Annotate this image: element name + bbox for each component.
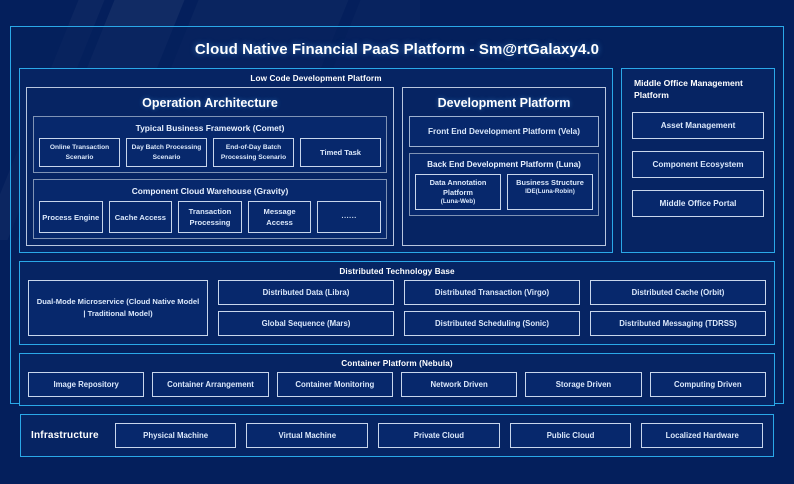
- middle-office-panel-title: Middle Office Management Platform: [634, 78, 743, 101]
- top-section-row: Low Code Development Platform Operation …: [19, 68, 775, 254]
- page-title: Cloud Native Financial PaaS Platform - S…: [194, 41, 600, 58]
- middle-office-management-platform-panel[interactable]: Middle Office Management Platform Asset …: [621, 68, 775, 254]
- container-cell-storage-driven[interactable]: Storage Driven: [525, 372, 642, 398]
- dtb-cell-distributed-cache[interactable]: Distributed Cache (Orbit): [590, 280, 766, 306]
- container-platform-row: Image Repository Container Arrangement C…: [28, 372, 766, 398]
- middle-office-item-middle-office-portal[interactable]: Middle Office Portal: [632, 189, 764, 217]
- dtb-column-3: Distributed Cache (Orbit) Distributed Me…: [590, 280, 766, 337]
- container-platform-title: Container Platform (Nebula): [341, 359, 453, 369]
- low-code-panel-title: Low Code Development Platform: [250, 74, 382, 83]
- chip-business-structure-label: Business Structure: [516, 178, 584, 187]
- component-warehouse-chip-row: Process Engine Cache Access Transaction …: [39, 201, 381, 234]
- chip-transaction-processing[interactable]: Transaction Processing: [178, 201, 242, 234]
- dtb-column-2: Distributed Transaction (Virgo) Distribu…: [404, 280, 580, 337]
- chip-data-annotation-platform[interactable]: Data Annotation Platform (Luna-Web): [415, 174, 501, 211]
- middle-office-item-asset-management[interactable]: Asset Management: [632, 111, 764, 139]
- chip-message-access[interactable]: Message Access: [247, 201, 312, 234]
- dtb-cell-distributed-messaging[interactable]: Distributed Messaging (TDRSS): [590, 311, 766, 337]
- dtb-dual-mode-microservice[interactable]: Dual-Mode Microservice (Cloud Native Mod…: [28, 280, 208, 337]
- back-end-development-platform-title: Back End Development Platform (Luna): [427, 160, 581, 169]
- front-end-development-platform-box[interactable]: Front End Development Platform (Vela): [409, 116, 599, 147]
- infrastructure-label: Infrastructure: [31, 430, 99, 441]
- infrastructure-cell-virtual-machine[interactable]: Virtual Machine: [246, 423, 369, 448]
- back-end-chip-row: Data Annotation Platform (Luna-Web) Busi…: [415, 174, 593, 211]
- infrastructure-bar[interactable]: Infrastructure Physical Machine Virtual …: [20, 414, 774, 457]
- infrastructure-cell-localized-hardware[interactable]: Localized Hardware: [641, 423, 764, 448]
- container-cell-container-monitoring[interactable]: Container Monitoring: [276, 372, 393, 398]
- infrastructure-cell-private-cloud[interactable]: Private Cloud: [378, 423, 500, 448]
- distributed-technology-base-panel[interactable]: Distributed Technology Base Dual-Mode Mi…: [19, 261, 775, 346]
- chip-data-annotation-platform-label: Data Annotation Platform: [429, 178, 487, 197]
- component-cloud-warehouse-title: Component Cloud Warehouse (Gravity): [131, 186, 289, 197]
- development-platform-title: Development Platform: [437, 96, 571, 110]
- dtb-cell-distributed-transaction[interactable]: Distributed Transaction (Virgo): [404, 280, 580, 306]
- business-framework-chip-row: Online Transaction Scenario Day Batch Pr…: [39, 138, 381, 168]
- low-code-development-platform-panel[interactable]: Low Code Development Platform Operation …: [19, 68, 613, 254]
- container-cell-image-repository[interactable]: Image Repository: [28, 372, 145, 398]
- container-cell-computing-driven[interactable]: Computing Driven: [649, 372, 766, 398]
- container-cell-network-driven[interactable]: Network Driven: [400, 372, 518, 398]
- chip-process-engine[interactable]: Process Engine: [39, 201, 103, 234]
- distributed-technology-base-title: Distributed Technology Base: [339, 267, 455, 277]
- dtb-column-1: Distributed Data (Libra) Global Sequence…: [218, 280, 394, 337]
- dtb-cell-distributed-data[interactable]: Distributed Data (Libra): [218, 280, 394, 306]
- back-end-development-platform-box[interactable]: Back End Development Platform (Luna) Dat…: [409, 153, 599, 217]
- chip-more-ellipsis[interactable]: ......: [317, 201, 381, 234]
- chip-business-structure-sub: IDE(Luna-Robin): [525, 187, 575, 195]
- component-cloud-warehouse-box[interactable]: Component Cloud Warehouse (Gravity) Proc…: [33, 179, 387, 240]
- chip-timed-task[interactable]: Timed Task: [300, 138, 381, 168]
- dtb-grid: Distributed Data (Libra) Global Sequence…: [218, 280, 766, 337]
- infrastructure-cell-public-cloud[interactable]: Public Cloud: [509, 423, 632, 448]
- container-platform-panel[interactable]: Container Platform (Nebula) Image Reposi…: [19, 353, 775, 407]
- operation-architecture-group[interactable]: Operation Architecture Typical Business …: [26, 87, 394, 247]
- chip-day-batch-processing-scenario[interactable]: Day Batch Processing Scenario: [126, 138, 207, 168]
- dtb-cell-distributed-scheduling[interactable]: Distributed Scheduling (Sonic): [404, 311, 580, 337]
- infrastructure-cell-physical-machine[interactable]: Physical Machine: [114, 423, 237, 448]
- operation-architecture-title: Operation Architecture: [142, 96, 278, 110]
- middle-office-item-component-ecosystem[interactable]: Component Ecosystem: [632, 150, 764, 178]
- chip-end-of-day-batch-processing-scenario[interactable]: End-of-Day Batch Processing Scenario: [213, 138, 294, 168]
- platform-main-frame: Cloud Native Financial PaaS Platform - S…: [10, 26, 784, 407]
- chip-business-structure-ide[interactable]: Business Structure IDE(Luna-Robin): [507, 174, 593, 211]
- container-cell-container-arrangement[interactable]: Container Arrangement: [152, 372, 269, 398]
- dtb-cell-global-sequence[interactable]: Global Sequence (Mars): [218, 311, 394, 337]
- chip-data-annotation-platform-sub: (Luna-Web): [440, 197, 476, 205]
- chip-cache-access[interactable]: Cache Access: [108, 201, 173, 234]
- typical-business-framework-title: Typical Business Framework (Comet): [135, 123, 285, 133]
- development-platform-group[interactable]: Development Platform Front End Developme…: [402, 87, 606, 247]
- typical-business-framework-box[interactable]: Typical Business Framework (Comet) Onlin…: [33, 116, 387, 174]
- chip-online-transaction-scenario[interactable]: Online Transaction Scenario: [39, 138, 120, 168]
